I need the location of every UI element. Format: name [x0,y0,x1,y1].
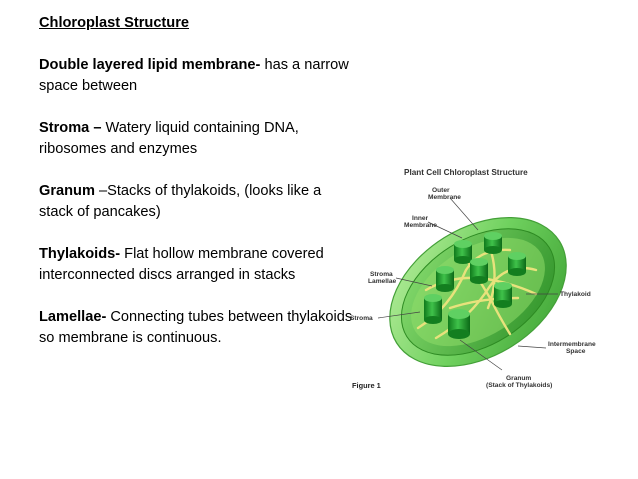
label-lines [377,197,558,371]
item-granum: Granum –Stacks of thylakoids, (looks lik… [39,181,359,223]
term: Thylakoids- [39,246,121,262]
text-column: Chloroplast Structure Double layered lip… [39,13,359,370]
description: Watery liquid containing DNA, ribosomes … [39,120,299,157]
granum [508,252,526,276]
item-double-membrane: Double layered lipid membrane- has a nar… [39,55,359,97]
label-granum: Granum [506,375,531,382]
chloroplast-figure: Plant Cell Chloroplast Structure [340,158,638,408]
granum [484,232,502,254]
granum [436,266,454,292]
granum [494,282,512,308]
label-intermembrane-space: Space [566,348,586,355]
description: Flat hollow membrane covered interconnec… [39,246,324,283]
term: Lamellae- [39,309,107,325]
label-intermembrane-space: Intermembrane [548,341,596,348]
granum [424,294,442,324]
figure-title: Plant Cell Chloroplast Structure [404,168,528,177]
label-granum: (Stack of Thylakoids) [486,382,552,389]
grana [424,232,526,339]
granum [454,240,472,264]
description: –Stacks of thylakoids, (looks like a sta… [39,183,322,220]
label-stroma-lamellae: Stroma [370,271,393,278]
label-inner-membrane: Membrane [404,222,437,229]
term: Granum [39,183,95,199]
item-lamellae: Lamellae- Connecting tubes between thyla… [39,307,359,349]
label-inner-membrane: Inner [412,215,429,222]
slide-title: Chloroplast Structure [39,15,190,31]
label-thylakoid: Thylakoid [560,291,591,298]
term: Stroma – [39,120,102,136]
label-outer-membrane: Membrane [428,194,461,201]
item-thylakoids: Thylakoids- Flat hollow membrane covered… [39,244,359,286]
granum [448,309,470,339]
label-outer-membrane: Outer [432,187,450,194]
granum [470,258,488,284]
description: has a narrow space between [39,57,349,94]
description: Connecting tubes between thylakoids so m… [39,309,353,346]
label-stroma-lamellae: Lamellae [368,278,397,285]
term: Double layered lipid membrane- [39,57,261,73]
labels: Outer Membrane Inner Membrane Stroma Lam… [350,187,596,389]
label-stroma: Stroma [350,315,373,322]
figure-caption: Figure 1 [352,381,381,390]
item-stroma: Stroma – Watery liquid containing DNA, r… [39,118,359,160]
chloroplast-diagram: Plant Cell Chloroplast Structure [350,168,596,390]
chloroplast-body [389,217,567,367]
